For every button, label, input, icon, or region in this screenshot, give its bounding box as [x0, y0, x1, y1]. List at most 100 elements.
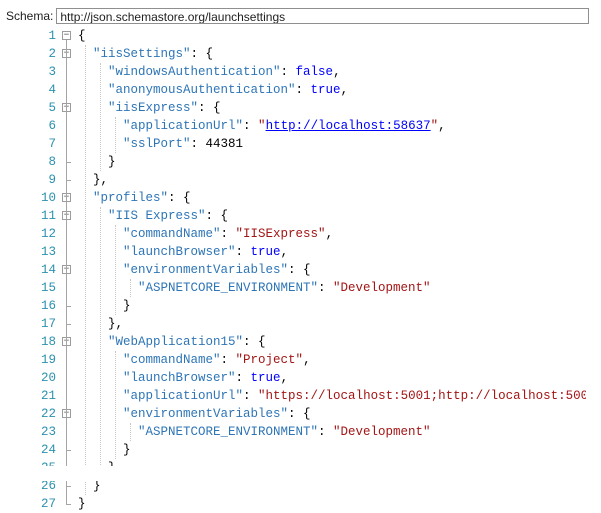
code-token: "IISExpress" — [235, 227, 326, 241]
code-line[interactable]: { — [78, 27, 86, 45]
code-token: " — [430, 119, 439, 133]
indent-guide — [100, 207, 101, 477]
code-token: : { — [288, 263, 311, 277]
code-token: true — [310, 83, 341, 97]
code-token: "ASPNETCORE_ENVIRONMENT" — [138, 281, 319, 295]
code-token: "ASPNETCORE_ENVIRONMENT" — [138, 425, 319, 439]
outlining-margin: −−−−−−−− — [58, 27, 74, 505]
code-line[interactable]: "windowsAuthentication": false, — [108, 63, 341, 81]
code-token: : — [280, 65, 296, 79]
schema-url-field[interactable]: http://json.schemastore.org/launchsettin… — [56, 7, 590, 24]
line-number: 7 — [48, 137, 56, 151]
outline-end-tick — [66, 306, 71, 307]
indent-guide — [115, 117, 116, 153]
code-line[interactable]: "IIS Express": { — [108, 207, 228, 225]
code-line[interactable]: "commandName": "IISExpress", — [123, 225, 333, 243]
code-line[interactable]: "environmentVariables": { — [123, 261, 311, 279]
code-token: : — [235, 371, 251, 385]
code-token: , — [340, 83, 349, 97]
json-editor-window: Schema: http://json.schemastore.org/laun… — [0, 5, 601, 511]
line-number: 23 — [40, 425, 56, 439]
code-line[interactable]: "applicationUrl": "https://localhost:500… — [123, 387, 601, 405]
code-token: "Development" — [333, 425, 431, 439]
code-token: { — [78, 29, 86, 43]
code-line[interactable]: } — [123, 441, 131, 459]
url-link[interactable]: http://localhost:58637 — [265, 119, 431, 133]
line-number: 8 — [48, 155, 56, 169]
code-line[interactable]: "profiles": { — [93, 189, 191, 207]
code-token: : — [295, 83, 311, 97]
code-token: , — [280, 245, 289, 259]
line-number: 11 — [40, 209, 56, 223]
code-line[interactable]: }, — [108, 315, 123, 333]
code-token: "environmentVariables" — [123, 407, 289, 421]
code-line[interactable]: "commandName": "Project", — [123, 351, 311, 369]
code-line[interactable]: "ASPNETCORE_ENVIRONMENT": "Development" — [138, 279, 431, 297]
code-line[interactable]: "iisExpress": { — [108, 99, 221, 117]
code-token: , — [438, 119, 446, 133]
outline-end-tick — [66, 180, 71, 181]
line-number: 27 — [40, 497, 56, 511]
code-line[interactable]: "sslPort": 44381 — [123, 135, 243, 153]
line-number: 15 — [40, 281, 56, 295]
line-number: 19 — [40, 353, 56, 367]
code-line[interactable]: "environmentVariables": { — [123, 405, 311, 423]
code-token: : — [243, 389, 259, 403]
line-number: 14 — [40, 263, 56, 277]
code-line[interactable]: } — [123, 297, 131, 315]
line-number: 4 — [48, 83, 56, 97]
line-number: 10 — [40, 191, 56, 205]
indent-guide — [100, 63, 101, 171]
code-token: "iisSettings" — [93, 47, 191, 61]
code-token: : — [220, 227, 236, 241]
indent-guide — [115, 351, 116, 459]
outline-end-tick — [66, 504, 71, 505]
code-token: , — [325, 227, 334, 241]
outline-guide-line — [66, 40, 67, 504]
schema-bar: Schema: http://json.schemastore.org/laun… — [0, 5, 601, 26]
code-token: "commandName" — [123, 227, 221, 241]
code-token: true — [250, 371, 281, 385]
line-number: 17 — [40, 317, 56, 331]
line-number: 1 — [48, 29, 56, 43]
line-number: 13 — [40, 245, 56, 259]
line-number: 9 — [48, 173, 56, 187]
code-token: "launchBrowser" — [123, 245, 236, 259]
code-line[interactable]: "launchBrowser": true, — [123, 243, 288, 261]
collapse-icon[interactable]: − — [62, 30, 71, 40]
code-line[interactable]: }, — [93, 171, 108, 189]
code-token: } — [78, 497, 86, 511]
code-line[interactable]: } — [78, 495, 86, 513]
outline-end-tick — [66, 162, 71, 163]
line-number: 5 — [48, 101, 56, 115]
line-number: 12 — [40, 227, 56, 241]
code-token: : { — [205, 209, 229, 223]
code-area[interactable]: {"iisSettings": {"windowsAuthentication"… — [78, 27, 601, 511]
code-token: false — [295, 65, 334, 79]
code-token: "Project" — [235, 353, 304, 367]
code-token: } — [123, 443, 131, 457]
code-token: , — [333, 65, 341, 79]
code-line[interactable]: "WebApplication15": { — [108, 333, 266, 351]
line-number: 22 — [40, 407, 56, 421]
code-line[interactable]: "iisSettings": { — [93, 45, 213, 63]
code-line[interactable]: "applicationUrl": "http://localhost:5863… — [123, 117, 446, 135]
line-number: 3 — [48, 65, 56, 79]
code-token: "https://localhost:5001;http://localhost… — [258, 389, 601, 403]
code-token: } — [123, 299, 131, 313]
code-token: true — [250, 245, 281, 259]
code-line[interactable]: "launchBrowser": true, — [123, 369, 288, 387]
line-number: 20 — [40, 371, 56, 385]
code-token: "sslPort" — [123, 137, 191, 151]
code-line[interactable]: "anonymousAuthentication": true, — [108, 81, 348, 99]
line-number: 24 — [40, 443, 56, 457]
code-token: : — [318, 425, 334, 439]
code-token: " — [258, 119, 266, 133]
code-line[interactable]: "ASPNETCORE_ENVIRONMENT": "Development" — [138, 423, 431, 441]
indent-guide — [115, 225, 116, 315]
code-line[interactable]: } — [108, 153, 116, 171]
code-token: "iisExpress" — [108, 101, 199, 115]
code-token: "applicationUrl" — [123, 119, 244, 133]
